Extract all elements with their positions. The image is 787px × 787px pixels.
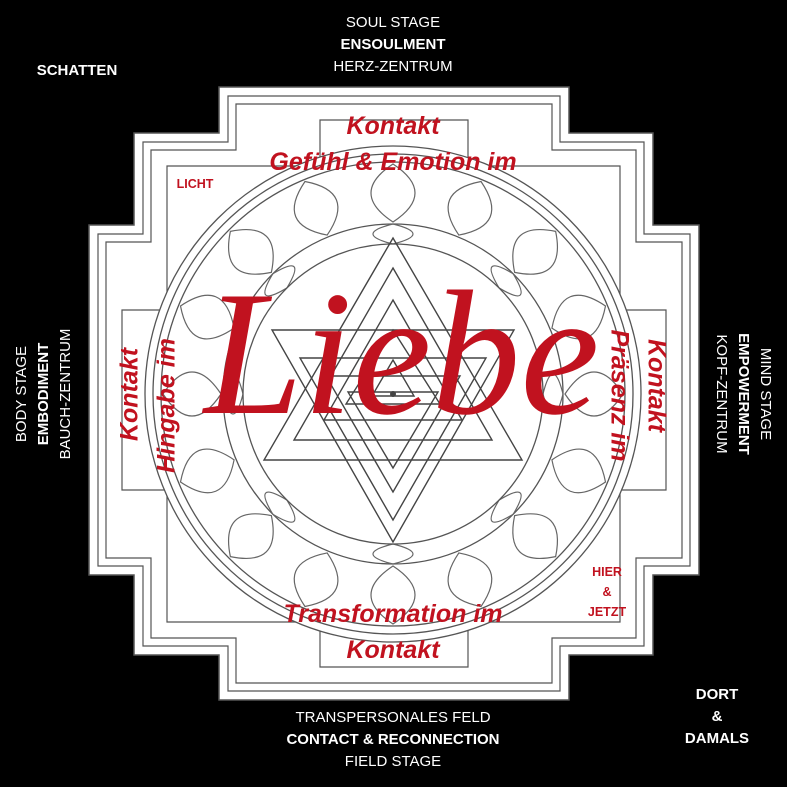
corner-schatten: SCHATTEN bbox=[36, 62, 118, 79]
lotus-petal bbox=[293, 180, 339, 236]
lotus-petal bbox=[222, 373, 244, 415]
lotus-petal bbox=[370, 163, 416, 223]
lotus-petal bbox=[228, 513, 274, 559]
lotus-petal bbox=[512, 229, 558, 275]
left-line-2: EMBODIMENT bbox=[35, 342, 52, 446]
corner-amp: & bbox=[711, 708, 723, 725]
lotus-petal bbox=[372, 223, 414, 245]
inner-circle bbox=[242, 243, 544, 545]
bottom-kontakt: Kontakt bbox=[346, 636, 440, 664]
right-labels: MIND STAGE EMPOWERMENT KOPF-ZENTRUM bbox=[710, 244, 776, 544]
bindu bbox=[390, 391, 396, 397]
left-kontakt: Kontakt bbox=[115, 347, 144, 442]
right-kontakt: Kontakt bbox=[642, 338, 671, 433]
bottom-line-1: TRANSPERSONALES FELD bbox=[295, 709, 491, 726]
right-praesenz: Präsenz im bbox=[605, 329, 634, 462]
corner-dort: DORT bbox=[695, 686, 739, 703]
outer-gate-line-2 bbox=[97, 95, 691, 692]
bottom-transformation: Transformation im bbox=[283, 600, 503, 628]
center-liebe: Liebe bbox=[204, 254, 600, 452]
lotus-petal bbox=[447, 180, 493, 236]
left-labels: BODY STAGE EMBODIMENT BAUCH-ZENTRUM bbox=[11, 244, 77, 544]
right-line-1: MIND STAGE bbox=[757, 347, 774, 441]
triangles bbox=[262, 236, 524, 544]
lotus-petal bbox=[264, 265, 296, 297]
top-line-3: HERZ-ZENTRUM bbox=[333, 58, 453, 75]
left-line-3: BAUCH-ZENTRUM bbox=[57, 328, 74, 460]
lotus-petal bbox=[293, 552, 339, 608]
outer-circle-2 bbox=[152, 153, 634, 635]
lotus-petal bbox=[551, 448, 607, 494]
lotus-petal bbox=[490, 491, 522, 523]
bottom-labels: TRANSPERSONALES FELD CONTACT & RECONNECT… bbox=[243, 707, 543, 773]
lotus-petal bbox=[179, 448, 235, 494]
right-line-2: EMPOWERMENT bbox=[735, 333, 752, 455]
top-line-1: SOUL STAGE bbox=[345, 14, 441, 31]
corner-dort-damals: DORT & DAMALS bbox=[672, 684, 762, 750]
left-hingabe: Hingabe im bbox=[152, 338, 181, 473]
lotus-petal bbox=[372, 543, 414, 565]
jetzt-label: JETZT bbox=[587, 605, 627, 619]
lotus-petal bbox=[542, 373, 564, 415]
corner-damals: DAMALS bbox=[684, 730, 750, 747]
left-line-1: BODY STAGE bbox=[13, 345, 30, 443]
licht-label: LICHT bbox=[176, 177, 214, 191]
lotus-petal bbox=[228, 229, 274, 275]
hier-label: HIER bbox=[592, 565, 622, 579]
lotus-petal bbox=[179, 294, 235, 340]
lotus-petal bbox=[490, 265, 522, 297]
hier-amp: & bbox=[602, 585, 612, 599]
outer-circle-3 bbox=[160, 161, 626, 627]
lotus-petal bbox=[564, 371, 624, 417]
bottom-line-3: FIELD STAGE bbox=[344, 753, 442, 770]
inner-gate-line bbox=[121, 119, 667, 668]
lotus-petal bbox=[370, 565, 416, 625]
petal-ring-inner bbox=[222, 223, 564, 565]
hier-jetzt-label: HIER & JETZT bbox=[567, 562, 647, 622]
petal-ring-outer bbox=[162, 163, 624, 625]
top-labels: SOUL STAGE ENSOULMENT HERZ-ZENTRUM bbox=[243, 12, 543, 78]
top-line-2: ENSOULMENT bbox=[340, 36, 446, 53]
lotus-petal bbox=[447, 552, 493, 608]
lotus-petal bbox=[264, 491, 296, 523]
bottom-line-2: CONTACT & RECONNECTION bbox=[286, 731, 500, 748]
right-line-3: KOPF-ZENTRUM bbox=[713, 334, 730, 454]
top-gefuehl: Gefühl & Emotion im bbox=[269, 148, 517, 176]
top-kontakt: Kontakt bbox=[346, 112, 440, 140]
lotus-petal bbox=[551, 294, 607, 340]
lotus-petal bbox=[512, 513, 558, 559]
outer-gate-line-3 bbox=[105, 103, 683, 684]
lotus-petal bbox=[162, 371, 222, 417]
